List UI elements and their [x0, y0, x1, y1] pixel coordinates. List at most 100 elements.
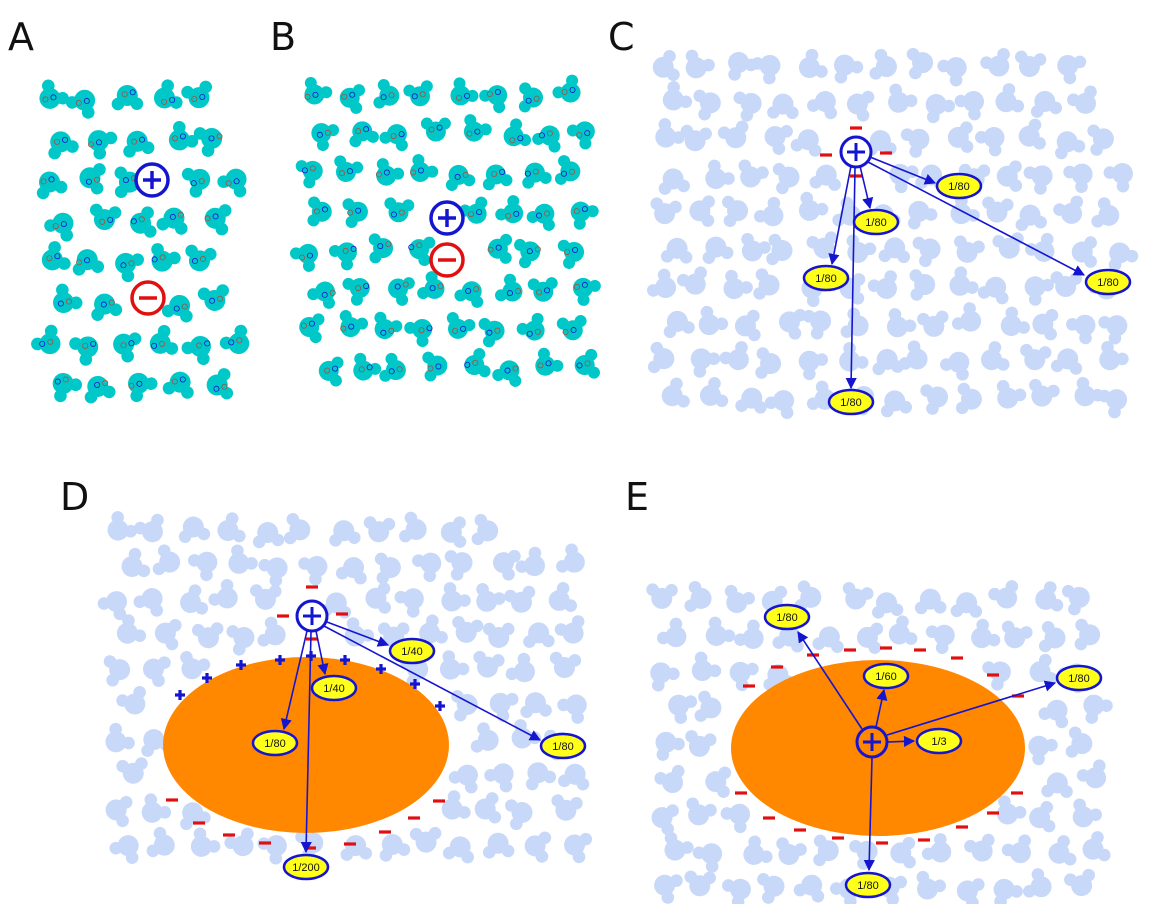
water-molecule-icon: [161, 294, 193, 323]
field-arrow: [300, 631, 312, 854]
water-molecule-icon: [440, 516, 467, 548]
water-molecule-icon: [208, 578, 238, 609]
field-arrow: [797, 631, 863, 730]
water-molecule-icon: [39, 79, 69, 109]
water-molecule-icon: [664, 831, 694, 861]
negative-charge-mark: [876, 841, 888, 845]
positive-charge-mark: [236, 660, 246, 670]
water-molecule-icon: [722, 195, 749, 228]
water-molecule-icon: [757, 872, 785, 904]
water-molecule-icon: [722, 878, 751, 904]
water-molecule-icon: [1030, 90, 1063, 118]
water-molecule-icon: [572, 277, 601, 306]
water-molecule-icon: [328, 242, 357, 271]
water-molecule-icon: [888, 83, 918, 113]
negative-charge-mark: [277, 614, 289, 618]
water-molecule-icon: [134, 513, 164, 543]
field-arrow: [326, 621, 390, 647]
panel-a-water-layer: [31, 79, 250, 404]
water-molecule-icon: [729, 661, 759, 692]
water-molecule-icon: [1024, 276, 1054, 306]
water-molecule-icon: [128, 372, 158, 403]
panel-letter-c: C: [608, 15, 635, 59]
water-molecule-icon: [996, 160, 1023, 192]
water-molecule-icon: [554, 615, 585, 644]
label-text: 1/80: [552, 741, 573, 753]
water-molecule-icon: [702, 236, 734, 264]
water-molecule-icon: [654, 764, 685, 794]
negative-charge-mark: [223, 833, 235, 837]
water-molecule-icon: [993, 878, 1023, 904]
panel-e-label: 1/60: [862, 662, 910, 690]
water-molecule-icon: [487, 233, 513, 264]
water-molecule-icon: [733, 91, 762, 122]
label-text: 1/80: [776, 612, 797, 624]
water-molecule-icon: [549, 651, 582, 679]
water-molecule-icon: [920, 384, 949, 415]
water-molecule-icon: [693, 89, 721, 121]
panel-b-positive-ion: [429, 200, 465, 236]
water-molecule-icon: [479, 85, 508, 114]
panel-d-water-layer: [97, 511, 593, 865]
water-molecule-icon: [1038, 620, 1066, 653]
water-molecule-icon: [87, 130, 118, 160]
water-molecule-icon: [1048, 835, 1077, 866]
panel-d-label: 1/40: [388, 637, 436, 665]
water-molecule-icon: [1023, 868, 1052, 898]
panel-e-label: 1/80: [1055, 664, 1103, 692]
water-molecule-icon: [988, 580, 1019, 609]
water-molecule-icon: [53, 283, 83, 314]
water-molecule-icon: [909, 269, 936, 301]
positive-charge-mark: [175, 690, 185, 700]
water-molecule-icon: [738, 159, 769, 188]
water-molecule-icon: [1050, 271, 1082, 298]
water-molecule-icon: [1087, 124, 1114, 156]
water-molecule-icon: [84, 375, 116, 404]
water-molecule-icon: [339, 84, 366, 114]
water-molecule-icon: [1029, 653, 1058, 685]
water-molecule-icon: [764, 390, 795, 420]
negative-charge-mark: [850, 126, 862, 130]
water-molecule-icon: [191, 622, 224, 649]
panel-d-label: 1/80: [251, 729, 299, 757]
water-molecule-icon: [557, 239, 585, 269]
water-molecule-icon: [684, 870, 716, 897]
water-molecule-icon: [349, 121, 379, 148]
label-text: 1/80: [264, 738, 285, 750]
water-molecule-icon: [898, 340, 928, 370]
water-molecule-icon: [181, 335, 211, 366]
water-molecule-icon: [981, 341, 1010, 371]
water-molecule-icon: [473, 650, 505, 678]
water-molecule-icon: [680, 124, 712, 152]
positive-charge-mark: [202, 673, 212, 683]
water-molecule-icon: [878, 237, 911, 264]
water-molecule-icon: [552, 74, 581, 103]
water-molecule-icon: [417, 271, 445, 300]
water-molecule-icon: [1065, 726, 1093, 758]
water-molecule-icon: [409, 154, 439, 182]
water-molecule-icon: [914, 588, 947, 615]
water-molecule-icon: [482, 832, 515, 859]
water-molecule-icon: [1057, 54, 1087, 85]
field-arrow: [828, 165, 852, 266]
water-molecule-icon: [116, 757, 148, 784]
water-molecule-icon: [717, 120, 749, 149]
water-molecule-icon: [849, 839, 878, 870]
water-molecule-icon: [452, 616, 484, 643]
water-molecule-icon: [388, 277, 415, 306]
negative-charge-mark: [914, 648, 926, 652]
water-molecule-icon: [1032, 308, 1059, 341]
water-molecule-icon: [1098, 315, 1128, 345]
field-arrow: [867, 161, 1085, 276]
water-molecule-icon: [1074, 377, 1104, 407]
panel-e-positive-ion: [855, 725, 889, 759]
water-molecule-icon: [1014, 50, 1047, 78]
water-molecule-icon: [36, 171, 68, 200]
water-molecule-icon: [684, 580, 712, 613]
water-molecule-icon: [180, 584, 209, 615]
water-molecule-icon: [454, 281, 484, 308]
water-molecule-icon: [115, 252, 144, 283]
water-molecule-icon: [1074, 618, 1101, 651]
water-molecule-icon: [690, 348, 721, 378]
